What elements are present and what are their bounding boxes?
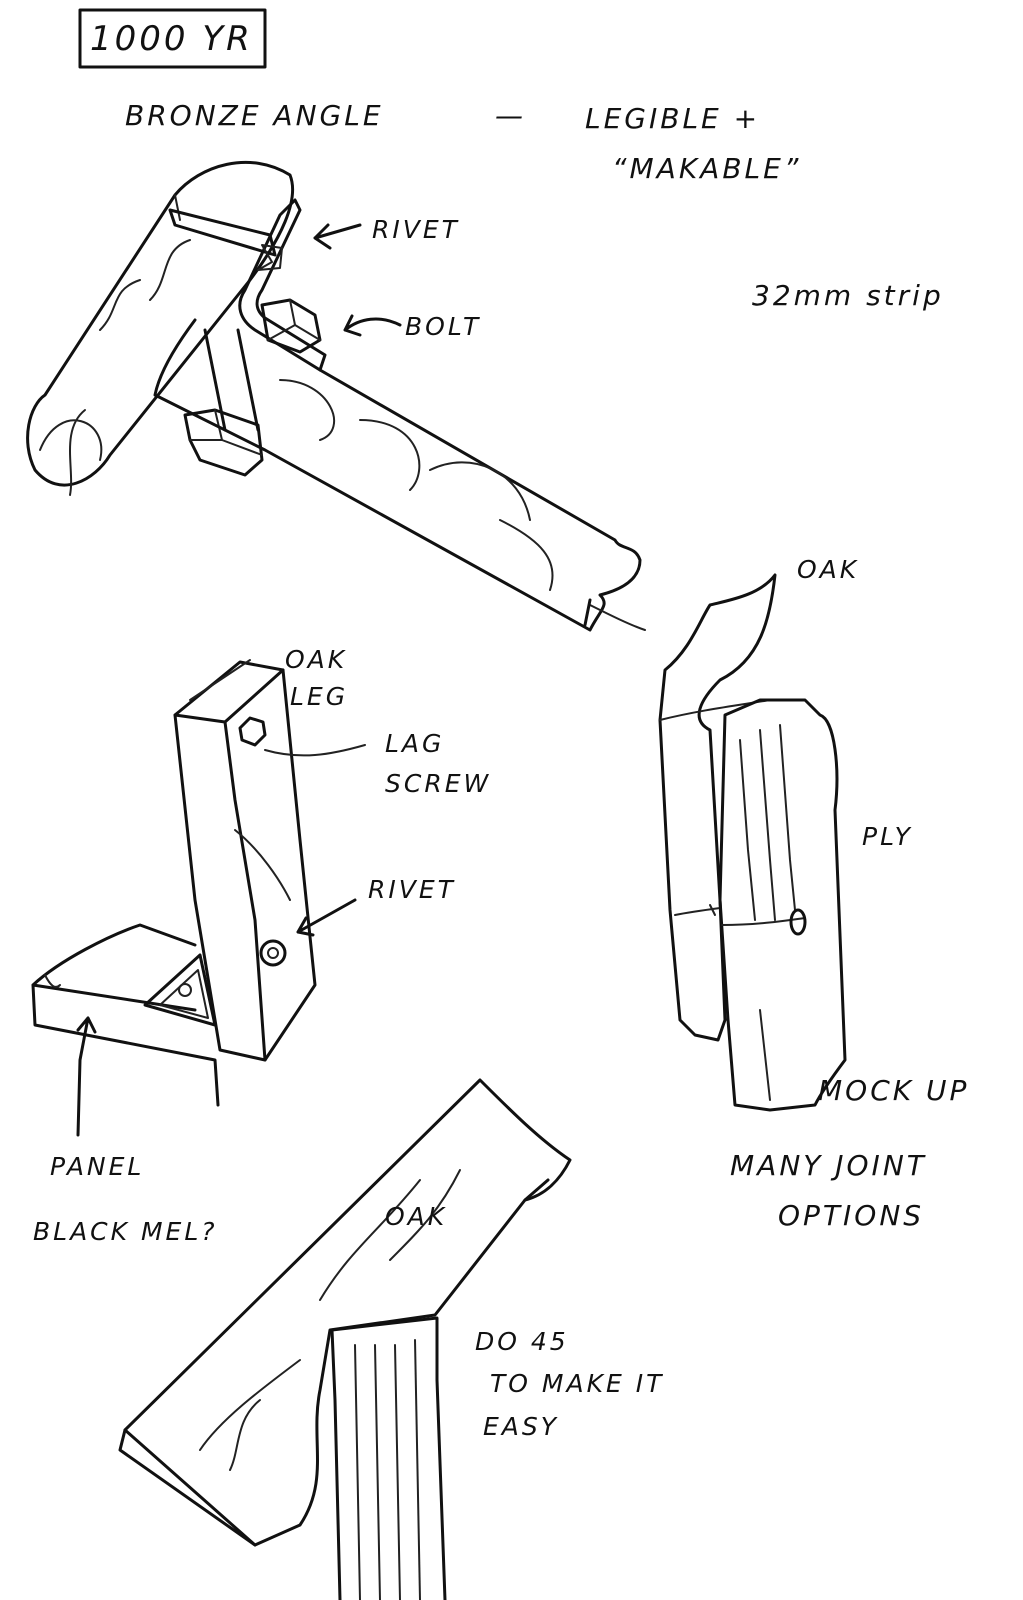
heading-dash: — [495,99,526,132]
lag-screw-head [238,716,267,747]
mock-up-label: MOCK UP [818,1074,969,1107]
do45-line3: EASY [483,1412,559,1441]
oak-leg-label-2: LEG [290,682,348,711]
oak3-label: OAK [797,555,859,584]
rivet2-label: RIVET [368,875,456,904]
panel-outline [31,923,220,1107]
lag-screw-label-2: SCREW [385,769,491,798]
bolt-label: BOLT [405,312,481,341]
oak-vertical-board [330,1316,447,1600]
panel-label-1: PANEL [50,1152,144,1181]
ply-label: PLY [862,822,913,851]
oak4-label: OAK [385,1202,447,1231]
title-box [78,8,267,69]
rivet-mark [257,244,283,271]
rivet2-arrow [296,898,357,937]
sketch-ply-joint: OAK PLY MOCK UP MANY JOINT OPTIONS [658,555,969,1232]
oak-block-outline [658,573,777,1042]
ply-board-outline [718,698,847,1112]
sketch-45-joint: OAK DO 45 TO MAKE IT EASY [118,1078,664,1600]
ply-hole [789,908,807,936]
oak-leg-outline [173,660,317,1062]
title-text: 1000 YR [90,19,253,59]
sketch-bronze-angle: RIVET BOLT [26,160,646,632]
oak-diagonal-outline [123,1078,572,1547]
bolt-arrow [343,314,402,337]
oak-leg-label-1: OAK [285,645,347,674]
do45-line1: DO 45 [475,1327,569,1356]
heading-bronze-angle: BRONZE ANGLE [125,99,384,132]
rivet-arrow [313,223,362,250]
triangle-bracket [143,953,217,1027]
bronze-angle [238,198,327,372]
rivet-label: RIVET [372,215,460,244]
strip-size-note: 32mm strip [752,279,944,312]
lag-screw-label-1: LAG [385,729,444,758]
oak-beam-outline [153,318,642,632]
panel-label-2: BLACK MEL? [33,1217,218,1246]
do45-line2: TO MAKE IT [490,1369,664,1398]
title-group: 1000 YR [78,8,267,69]
oak-post-outline [26,160,295,487]
sketch-oak-leg-joint: OAK LEG LAG SCREW RIVET PANEL BLACK MEL? [31,645,491,1246]
panel-arrow [76,1016,97,1137]
joint-options-1: MANY JOINT [730,1149,927,1182]
heading-legible: LEGIBLE + [585,102,760,135]
rivet-circle [259,939,287,967]
joint-options-2: OPTIONS [778,1199,924,1232]
heading-makable: “MAKABLE” [612,152,801,185]
